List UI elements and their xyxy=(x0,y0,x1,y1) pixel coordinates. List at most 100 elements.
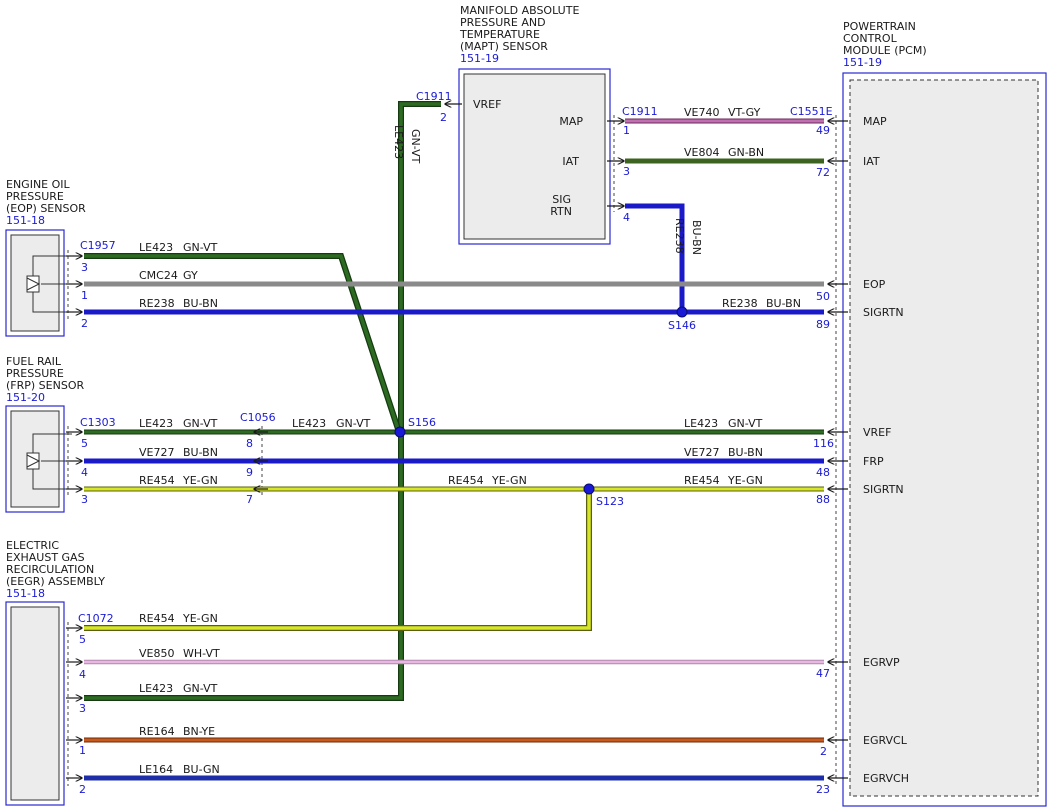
mapt-sensor-title: MANIFOLD ABSOLUTE PRESSURE AND TEMPERATU… xyxy=(459,4,579,65)
pcm-pin-labels: MAP IAT EOP SIGRTN VREF FRP SIGRTN EGRVP… xyxy=(863,115,909,785)
svg-text:VE850: VE850 xyxy=(139,647,174,660)
pin-number: 2 xyxy=(820,745,827,758)
pcm-ref: 151-19 xyxy=(843,56,882,69)
frp-sensor-box[interactable] xyxy=(5,405,72,513)
eop-sensor-title: ENGINE OIL PRESSURE (EOP) SENSOR 151-18 xyxy=(6,178,86,227)
svg-text:GN-BN: GN-BN xyxy=(728,146,764,159)
pcm-title-line: MODULE (PCM) xyxy=(843,44,927,57)
pin-number: 23 xyxy=(816,783,830,796)
svg-text:RE238: RE238 xyxy=(722,297,758,310)
pcm-pin-sigrtn: SIGRTN xyxy=(863,483,904,496)
eop-sensor-box[interactable] xyxy=(5,229,72,337)
pin-number: 3 xyxy=(81,261,88,274)
frp-sensor-title: FUEL RAIL PRESSURE (FRP) SENSOR 151-20 xyxy=(6,355,84,404)
connector-c1911: C1911 xyxy=(622,105,658,118)
pcm-pin-sigrtn: SIGRTN xyxy=(863,306,904,319)
eegr-title-line: (EEGR) ASSEMBLY xyxy=(6,575,105,588)
mapt-pin-rtn: RTN xyxy=(550,205,572,218)
connector-c1056: C1056 xyxy=(240,411,276,424)
pin-number: 4 xyxy=(79,668,86,681)
frp-title-line: PRESSURE xyxy=(6,367,64,380)
splice-s146[interactable] xyxy=(676,306,688,318)
pin-number: 2 xyxy=(440,111,447,124)
svg-text:YE-GN: YE-GN xyxy=(182,612,218,625)
mapt-title-line: (MAPT) SENSOR xyxy=(460,40,548,53)
wire-label-re238-vertical: RE238 BU-BN xyxy=(673,218,703,255)
svg-text:BU-GN: BU-GN xyxy=(183,763,220,776)
svg-text:LE164: LE164 xyxy=(139,763,173,776)
pin-arrows xyxy=(66,104,848,778)
wire-le423-vertical[interactable] xyxy=(84,101,441,701)
svg-text:CMC24: CMC24 xyxy=(139,269,178,282)
pcm-pin-egrvp: EGRVP xyxy=(863,656,900,669)
pin-number: 1 xyxy=(81,289,88,302)
wire-re238-vertical[interactable] xyxy=(625,203,685,312)
mapt-ref: 151-19 xyxy=(460,52,499,65)
pin-number: 2 xyxy=(79,783,86,796)
pin-number: 47 xyxy=(816,667,830,680)
wire-label-ve850: VE850 WH-VT xyxy=(139,647,220,660)
mapt-title-line: MANIFOLD ABSOLUTE xyxy=(460,4,579,17)
splice-label-s146: S146 xyxy=(668,319,696,332)
pcm-box[interactable] xyxy=(842,72,1047,807)
frp-ref: 151-20 xyxy=(6,391,45,404)
pin-number: 88 xyxy=(816,493,830,506)
eegr-pin-arrows xyxy=(66,628,82,778)
eegr-title-line: RECIRCULATION xyxy=(6,563,94,576)
svg-text:YE-GN: YE-GN xyxy=(182,474,218,487)
frp-title-line: FUEL RAIL xyxy=(6,355,62,368)
eop-pin-arrows xyxy=(66,256,82,312)
pin-number: 1 xyxy=(79,744,86,757)
frp-title-line: (FRP) SENSOR xyxy=(6,379,84,392)
mapt-sensor-box[interactable] xyxy=(458,68,611,245)
wire-re454-eegr[interactable] xyxy=(84,489,592,631)
svg-text:BU-BN: BU-BN xyxy=(766,297,801,310)
mapt-pin-vref: VREF xyxy=(473,98,501,111)
eop-ref: 151-18 xyxy=(6,214,45,227)
pin-number: 7 xyxy=(246,493,253,506)
eegr-assembly-title: ELECTRIC EXHAUST GAS RECIRCULATION (EEGR… xyxy=(6,539,105,600)
svg-text:GN-VT: GN-VT xyxy=(728,417,763,430)
splice-label-s156: S156 xyxy=(408,416,436,429)
pin-number: 9 xyxy=(246,466,253,479)
pcm-pin-egrvch: EGRVCH xyxy=(863,772,909,785)
splice-s123[interactable] xyxy=(583,483,595,495)
svg-text:BU-BN: BU-BN xyxy=(690,220,703,255)
pin-number: 4 xyxy=(623,211,630,224)
svg-text:LE423: LE423 xyxy=(139,417,173,430)
wire-label-re238-pcm: RE238 BU-BN xyxy=(722,297,801,310)
pin-number: 4 xyxy=(81,466,88,479)
pin-number: 116 xyxy=(813,437,834,450)
svg-text:RE164: RE164 xyxy=(139,725,175,738)
pin-number: 49 xyxy=(816,124,830,137)
pin-number: 50 xyxy=(816,290,830,303)
svg-text:RE454: RE454 xyxy=(684,474,720,487)
svg-text:WH-VT: WH-VT xyxy=(183,647,220,660)
pin-number: 2 xyxy=(81,317,88,330)
pin-number: 3 xyxy=(623,165,630,178)
eegr-title-line: ELECTRIC xyxy=(6,539,59,552)
pcm-title-line: CONTROL xyxy=(843,32,898,45)
eegr-ref: 151-18 xyxy=(6,587,45,600)
mapt-title-line: TEMPERATURE xyxy=(459,28,540,41)
pcm-pin-egrvcl: EGRVCL xyxy=(863,734,908,747)
wire-le423-eop[interactable] xyxy=(84,253,402,433)
splice-s156[interactable] xyxy=(394,426,406,438)
svg-text:VE740: VE740 xyxy=(684,106,719,119)
eop-title-line: ENGINE OIL xyxy=(6,178,71,191)
eegr-assembly-box[interactable] xyxy=(5,601,65,806)
pin-number-labels: 2 1 3 4 49 72 50 89 116 48 88 47 2 23 3 … xyxy=(79,111,834,796)
svg-text:BU-BN: BU-BN xyxy=(728,446,763,459)
mapt-pin-arrows xyxy=(445,104,624,206)
